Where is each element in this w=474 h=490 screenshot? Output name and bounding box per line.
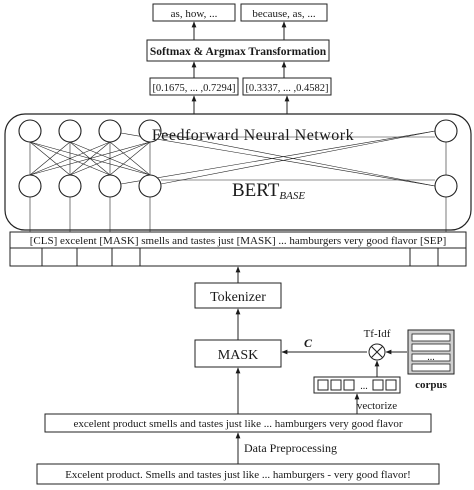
- corpus-server-icon: [407, 329, 455, 375]
- bert-label: BERTBASE: [232, 180, 305, 202]
- network-node: [434, 119, 458, 143]
- masked-sentence-text: [CLS] excelent [MASK] smells and tastes …: [30, 235, 447, 247]
- preprocessing-label: Data Preprocessing: [244, 441, 337, 455]
- raw-sentence-box: [36, 463, 440, 485]
- network-node: [18, 174, 42, 198]
- raw-sentence-text: Excelent product. Smells and tastes just…: [65, 469, 411, 481]
- network-edge: [29, 141, 151, 176]
- network-node: [18, 119, 42, 143]
- output-left-text: as, how, ...: [171, 8, 218, 20]
- network-node: [58, 174, 82, 198]
- network-node: [138, 174, 162, 198]
- network-edge: [120, 132, 436, 187]
- network-node: [138, 119, 162, 143]
- token-cells-row: [9, 247, 467, 267]
- network-node: [98, 174, 122, 198]
- vector-left-text: [0.1675, ... ,0.7294]: [152, 83, 235, 94]
- network-nodes: [18, 119, 458, 198]
- network-connections: [29, 130, 447, 232]
- mask-box: [194, 339, 282, 368]
- c-label: C: [304, 336, 313, 350]
- network-edge: [69, 141, 151, 176]
- network-edge: [160, 132, 436, 187]
- vector-box-right: [242, 77, 332, 96]
- output-box-right: [240, 3, 328, 22]
- softmax-label: Softmax & Argmax Transformation: [150, 46, 327, 58]
- vector-box-left: [149, 77, 239, 96]
- clean-sentence-text: excelent product smells and tastes just …: [73, 418, 402, 430]
- token-cell: [9, 247, 467, 267]
- bert-main: BERT: [232, 180, 280, 201]
- output-right-text: because, as, ...: [252, 8, 315, 20]
- corpus-dots: ...: [427, 352, 435, 363]
- network-edge: [160, 130, 436, 185]
- ffnn-label: Feedforward Neural Network: [152, 127, 354, 144]
- softmax-box: [146, 39, 330, 62]
- network-edge: [29, 141, 71, 176]
- vectorize-label: vectorize: [357, 400, 397, 412]
- network-container: [4, 113, 472, 231]
- network-node: [434, 174, 458, 198]
- network-node: [58, 119, 82, 143]
- multiply-stroke: [371, 346, 383, 358]
- clean-sentence-box: [44, 413, 432, 433]
- vectorize-cells: [313, 376, 401, 394]
- network-edge: [29, 141, 111, 176]
- mask-label: MASK: [218, 348, 258, 363]
- bert-subscript: BASE: [279, 190, 305, 202]
- network-node: [98, 119, 122, 143]
- tfidf-label: Tf-Idf: [364, 328, 391, 340]
- tokenizer-box: [194, 282, 282, 309]
- output-box-left: [152, 3, 236, 22]
- network-edge: [109, 141, 151, 176]
- network-edge: [120, 130, 436, 185]
- corpus-label: corpus: [415, 379, 448, 391]
- vectorize-dots: ...: [360, 381, 368, 392]
- tokenizer-label: Tokenizer: [210, 290, 266, 305]
- vector-right-text: [0.3337, ... ,0.4582]: [245, 83, 328, 94]
